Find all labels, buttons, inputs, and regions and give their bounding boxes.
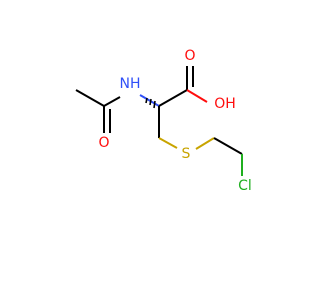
- bond-ch2-s: [158, 137, 178, 149]
- bond-alpha-carboxyl: [158, 89, 188, 107]
- atom-oh-label: OH: [214, 96, 236, 112]
- bond-methyl-carbonyl: [75, 89, 105, 107]
- stereo-hash-bond: [145, 97, 156, 109]
- bond-n-alpha: [139, 94, 160, 107]
- bond-s-ch2: [195, 137, 215, 150]
- bond-carbonyl-n: [103, 96, 121, 107]
- molecule-diagram: NH O O OH S Cl: [75, 48, 252, 194]
- atom-o-acid-label: O: [184, 48, 195, 64]
- bond-acid-oh: [186, 89, 208, 103]
- atom-nh-label: NH: [120, 76, 141, 92]
- atom-s-label: S: [182, 146, 191, 162]
- structure-svg: NH O O OH S Cl: [75, 48, 252, 194]
- atom-o-amide-label: O: [98, 135, 109, 151]
- atom-cl-label: Cl: [238, 178, 252, 194]
- bond-ethyl: [213, 137, 243, 155]
